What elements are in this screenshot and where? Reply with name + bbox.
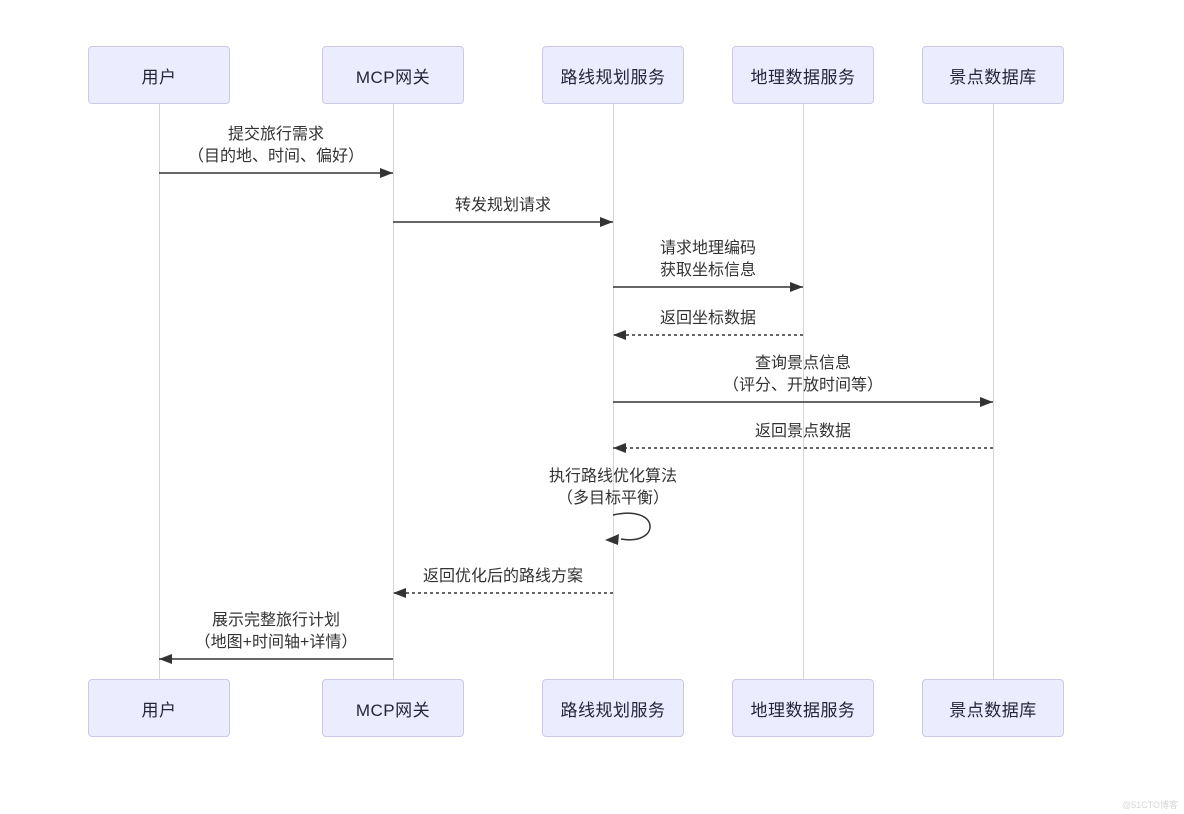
actor-bottom-mcp-gateway: MCP网关: [322, 679, 464, 737]
message-label-line: 返回景点数据: [754, 423, 851, 440]
actor-label: 用户: [141, 700, 177, 720]
actor-label: 地理数据服务: [750, 700, 856, 720]
actor-label: 路线规划服务: [560, 67, 666, 87]
message-arrowhead: [159, 654, 172, 664]
message-label-line: 提交旅行需求: [227, 126, 324, 143]
actor-top-user: 用户: [88, 46, 230, 104]
message-arrowhead: [393, 588, 406, 598]
message-label-line: 转发规划请求: [454, 197, 551, 214]
message-label: 返回景点数据: [593, 421, 1013, 443]
message-arrowhead: [613, 330, 626, 340]
lifeline-user: [158, 104, 160, 680]
message-label-line: 请求地理编码: [659, 240, 756, 257]
actor-top-mcp-gateway: MCP网关: [322, 46, 464, 104]
message-label-line: （评分、开放时间等）: [722, 377, 883, 394]
message-label-line: 执行路线优化算法: [548, 468, 677, 485]
message-label: 展示完整旅行计划 （地图+时间轴+详情）: [66, 610, 486, 654]
message-label: 提交旅行需求 （目的地、时间、偏好）: [66, 124, 486, 168]
actor-bottom-route-planning: 路线规划服务: [542, 679, 684, 737]
actor-top-route-planning: 路线规划服务: [542, 46, 684, 104]
message-label: 转发规划请求: [293, 195, 713, 217]
message-label-line: （多目标平衡）: [556, 490, 669, 507]
message-label: 请求地理编码获取坐标信息: [498, 238, 918, 282]
message-label: 查询景点信息 （评分、开放时间等）: [593, 353, 1013, 397]
message-arrowhead: [380, 168, 393, 178]
actor-label: 用户: [141, 67, 177, 87]
actor-bottom-user: 用户: [88, 679, 230, 737]
message-label-line: 返回坐标数据: [659, 310, 756, 327]
actor-label: 景点数据库: [949, 67, 1037, 87]
message-label-line: 展示完整旅行计划: [211, 612, 340, 629]
lifeline-geo-data: [802, 104, 804, 680]
message-label-line: （目的地、时间、偏好）: [187, 148, 364, 165]
actor-bottom-geo-data: 地理数据服务: [732, 679, 874, 737]
message-arrowhead: [790, 282, 803, 292]
self-loop-arrowhead: [605, 534, 619, 545]
actor-top-geo-data: 地理数据服务: [732, 46, 874, 104]
message-label-line: 获取坐标信息: [659, 262, 756, 279]
message-label: 执行路线优化算法 （多目标平衡）: [403, 466, 823, 510]
message-label-line: （地图+时间轴+详情）: [194, 634, 358, 651]
message-label: 返回优化后的路线方案: [293, 566, 713, 588]
message-arrowhead: [980, 397, 993, 407]
message-label-line: 返回优化后的路线方案: [422, 568, 583, 585]
actor-label: 景点数据库: [949, 700, 1037, 720]
message-label-line: 查询景点信息: [754, 355, 851, 372]
actor-top-poi-db: 景点数据库: [922, 46, 1064, 104]
actor-label: 路线规划服务: [560, 700, 666, 720]
actor-label: MCP网关: [355, 700, 431, 720]
lifeline-mcp-gateway: [392, 104, 394, 680]
lifeline-route-planning: [612, 104, 614, 680]
watermark: @51CTO博客: [1122, 800, 1178, 810]
lifeline-poi-db: [992, 104, 994, 680]
message-arrowhead: [613, 443, 626, 453]
message-label: 返回坐标数据: [498, 308, 918, 330]
actor-label: 地理数据服务: [750, 67, 856, 87]
message-arrowhead: [600, 217, 613, 227]
actor-bottom-poi-db: 景点数据库: [922, 679, 1064, 737]
self-loop-arrow: [612, 512, 651, 541]
actor-label: MCP网关: [355, 67, 431, 87]
